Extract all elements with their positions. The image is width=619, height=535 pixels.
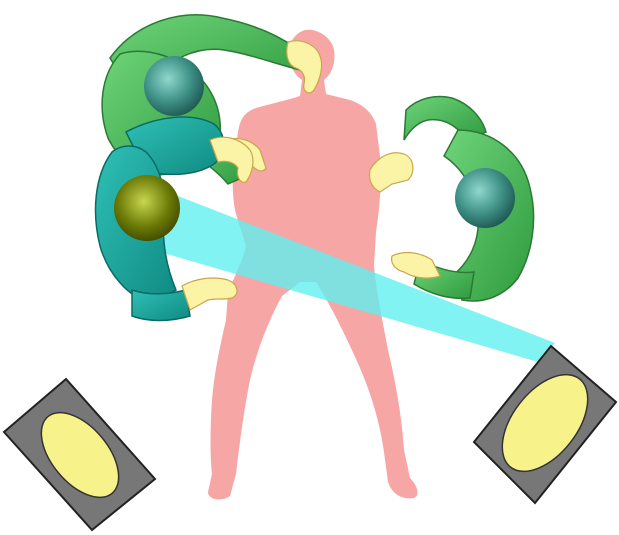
- operator-head-teal-icon: [455, 168, 515, 228]
- operator-head-teal-icon: [144, 56, 204, 116]
- right-operator-hand-bottom: [392, 253, 440, 279]
- operator-head-olive-icon: [114, 175, 180, 241]
- left-surgical-lamp: [4, 379, 155, 530]
- front-operator-lower-arm: [132, 290, 190, 321]
- right-operator: [369, 97, 533, 302]
- right-surgical-lamp: [474, 346, 616, 503]
